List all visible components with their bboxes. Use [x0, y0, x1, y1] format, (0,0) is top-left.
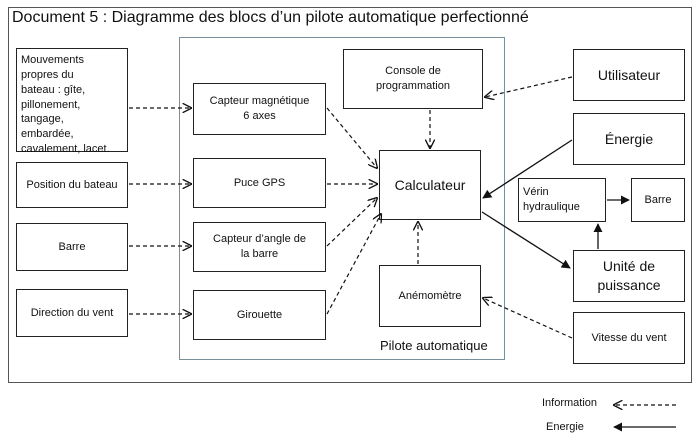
input-barre: Barre	[16, 223, 128, 271]
block-puce-gps: Puce GPS	[193, 158, 326, 208]
document-title: Document 5 : Diagramme des blocs d’un pi…	[12, 9, 529, 26]
document-frame	[8, 7, 692, 383]
output-utilisateur: Utilisateur	[573, 49, 685, 101]
block-girouette: Girouette	[193, 290, 326, 340]
arrow-angle-to-calculateur	[326, 198, 377, 247]
block-console-programmation: Console de programmation	[343, 49, 483, 109]
input-direction-vent: Direction du vent	[16, 289, 128, 337]
legend-energie-label: Energie	[546, 421, 584, 433]
pilot-automatique-label: Pilote automatique	[380, 338, 488, 353]
output-energie: Énergie	[573, 113, 685, 165]
block-capteur-magnetique: Capteur magnétique 6 axes	[193, 83, 326, 135]
arrow-calculateur-to-unite	[481, 211, 571, 269]
block-anemometre: Anémomètre	[379, 265, 481, 327]
output-barre: Barre	[631, 178, 685, 222]
output-unite-puissance: Unité de puissance	[573, 250, 685, 302]
arrow-capteur-to-calculateur	[326, 107, 377, 168]
block-capteur-angle-barre: Capteur d’angle de la barre	[193, 222, 326, 272]
arrow-vitesse-to-anemometre	[483, 298, 573, 339]
legend-information-label: Information	[542, 397, 598, 409]
output-vitesse-vent: Vitesse du vent	[573, 312, 685, 364]
output-verin-hydraulique: Vérin hydraulique	[518, 178, 606, 222]
arrow-utilisateur-to-console	[485, 76, 573, 97]
pilot-automatique-frame	[179, 37, 505, 360]
arrow-energie-to-calculateur	[482, 139, 573, 199]
arrow-girouette-to-calculateur	[326, 214, 381, 315]
input-position-bateau: Position du bateau	[16, 162, 128, 208]
input-mouvements-bateau: Mouvements propres du bateau : gîte, pil…	[16, 48, 128, 155]
block-calculateur: Calculateur	[379, 150, 481, 220]
